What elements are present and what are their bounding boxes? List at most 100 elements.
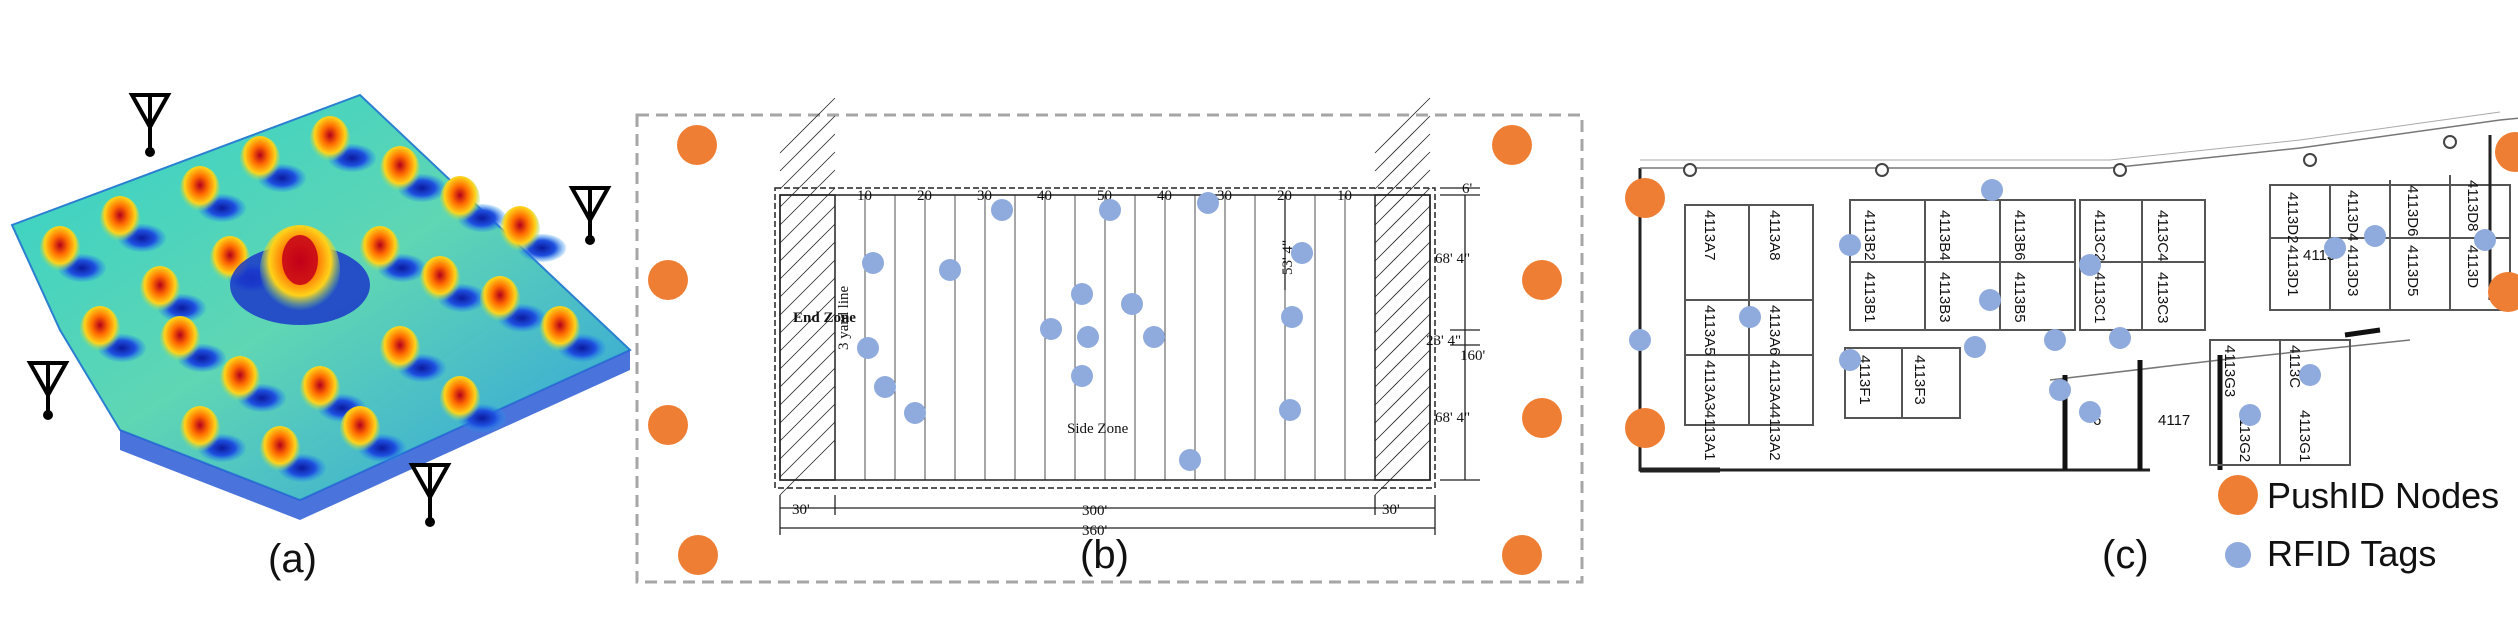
room-label: 4113D <box>2464 245 2481 288</box>
terrain-surface <box>10 93 632 520</box>
rfid-tag-marker <box>2324 237 2346 259</box>
rfid-tag-marker <box>2109 327 2131 349</box>
room-label: 4117 <box>2158 412 2190 429</box>
rfid-tag-marker <box>1197 192 1219 214</box>
room-label: 4113A7 <box>1701 210 1718 261</box>
pushid-node-marker <box>678 535 718 575</box>
rfid-tag-marker <box>1839 349 1861 371</box>
pushid-node-marker <box>1625 408 1665 448</box>
deployment-boundary <box>635 113 1584 584</box>
end-zone-label: End Zone <box>793 310 856 326</box>
pushid-node-marker <box>1492 125 1532 165</box>
yard-number: 10 <box>857 188 872 204</box>
panel-a: (a) <box>10 93 632 581</box>
rfid-tag-marker <box>2299 364 2321 386</box>
antenna-icon <box>568 186 612 245</box>
rfid-tag-marker <box>1040 318 1062 340</box>
rfid-tag-marker <box>2079 401 2101 423</box>
caption-c: (c) <box>2102 533 2149 577</box>
rfid-tags <box>857 192 1313 471</box>
yard-number: 10 <box>1337 188 1352 204</box>
room-label: 4113C3 <box>2154 272 2171 323</box>
side-zone-label: Side Zone <box>1067 421 1129 437</box>
room-label: 4113B1 <box>1861 272 1878 323</box>
dim-30-left-label: 30' <box>792 502 810 518</box>
dim-6-label: 6' <box>1462 181 1473 197</box>
rfid-tag-marker <box>862 252 884 274</box>
room-label: 4113A3 <box>1701 360 1718 411</box>
yard-number: 40 <box>1037 188 1052 204</box>
legend-rfid-marker <box>2225 542 2251 568</box>
dim-68-bottom-label: 68' 4" <box>1435 410 1470 426</box>
rfid-tag-marker <box>991 199 1013 221</box>
rfid-tag-marker <box>1071 283 1093 305</box>
pushid-node-marker <box>1522 260 1562 300</box>
room-label: 4113C4 <box>2154 210 2171 261</box>
rfid-tag-marker <box>1281 306 1303 328</box>
pushid-node-marker <box>2495 132 2518 172</box>
yard-number: 20 <box>917 188 932 204</box>
pushid-node-marker <box>648 260 688 300</box>
room-label: 4113A4 <box>1766 360 1783 411</box>
room-label: 4113C1 <box>2091 272 2108 323</box>
rfid-tag-marker <box>1964 336 1986 358</box>
pushid-nodes <box>648 125 1562 575</box>
football-field <box>774 97 1436 496</box>
pushid-nodes <box>1625 132 2518 448</box>
rfid-tag-marker <box>2049 379 2071 401</box>
legend: PushID Nodes RFID Tags <box>2218 475 2499 574</box>
room-label: 4113B5 <box>2011 272 2028 323</box>
rfid-tag-marker <box>1143 326 1165 348</box>
room-label: 4113A2 <box>1766 410 1783 461</box>
room-label: 4113A6 <box>1766 305 1783 356</box>
rfid-tag-marker <box>1077 326 1099 348</box>
rfid-tag-marker <box>939 259 961 281</box>
caption-b: (b) <box>1080 533 1129 577</box>
rfid-tags <box>1629 179 2496 426</box>
rfid-tag-marker <box>1279 399 1301 421</box>
yard-number: 30 <box>1217 188 1232 204</box>
rfid-tag-marker <box>2474 229 2496 251</box>
pushid-node-marker <box>648 405 688 445</box>
pushid-node-marker <box>1625 178 1665 218</box>
room-label: 4113A1 <box>1701 410 1718 461</box>
room-label: 4113D3 <box>2344 245 2361 296</box>
rfid-tag-marker <box>2364 225 2386 247</box>
room-label: 4113C <box>2286 345 2303 388</box>
legend-pushid-label: PushID Nodes <box>2267 475 2499 516</box>
rfid-tag-marker <box>1629 329 1651 351</box>
room-label: 4113B2 <box>1861 210 1878 261</box>
room-label: 4113D6 <box>2404 185 2421 236</box>
rfid-tag-marker <box>2239 404 2261 426</box>
yard-number: 20 <box>1277 188 1292 204</box>
rfid-tag-marker <box>874 376 896 398</box>
three-yard-line-label: 3 yard line <box>836 286 852 350</box>
rfid-tag-marker <box>857 337 879 359</box>
antenna-icon <box>128 93 172 157</box>
room-label: 6 <box>2093 412 2101 429</box>
room-label: 4113B6 <box>2011 210 2028 261</box>
room-label: 4113B3 <box>1936 272 1953 323</box>
yard-number: 30 <box>977 188 992 204</box>
room-label: 4113D8 <box>2464 180 2481 231</box>
room-label: 4113F1 <box>1856 355 1873 405</box>
floor-plan <box>1638 111 2518 473</box>
rfid-tag-marker <box>2044 329 2066 351</box>
rfid-tag-marker <box>1739 306 1761 328</box>
rfid-tag-marker <box>1981 179 2003 201</box>
pushid-node-marker <box>677 125 717 165</box>
rfid-tag-marker <box>1839 234 1861 256</box>
room-label: 4113G1 <box>2296 410 2313 462</box>
rfid-tag-marker <box>2079 254 2101 276</box>
dim-68-top-label: 68' 4" <box>1435 251 1470 267</box>
antenna-icon <box>408 463 452 527</box>
antenna-icon <box>26 361 70 420</box>
legend-rfid-label: RFID Tags <box>2267 533 2436 574</box>
dim-300-label: 300' <box>1082 503 1108 519</box>
pushid-node-marker <box>1522 398 1562 438</box>
rfid-tag-marker <box>1179 449 1201 471</box>
rfid-tag-marker <box>1291 242 1313 264</box>
room-label: 4113A5 <box>1701 305 1718 356</box>
room-label: 4113D2 <box>2284 192 2301 243</box>
